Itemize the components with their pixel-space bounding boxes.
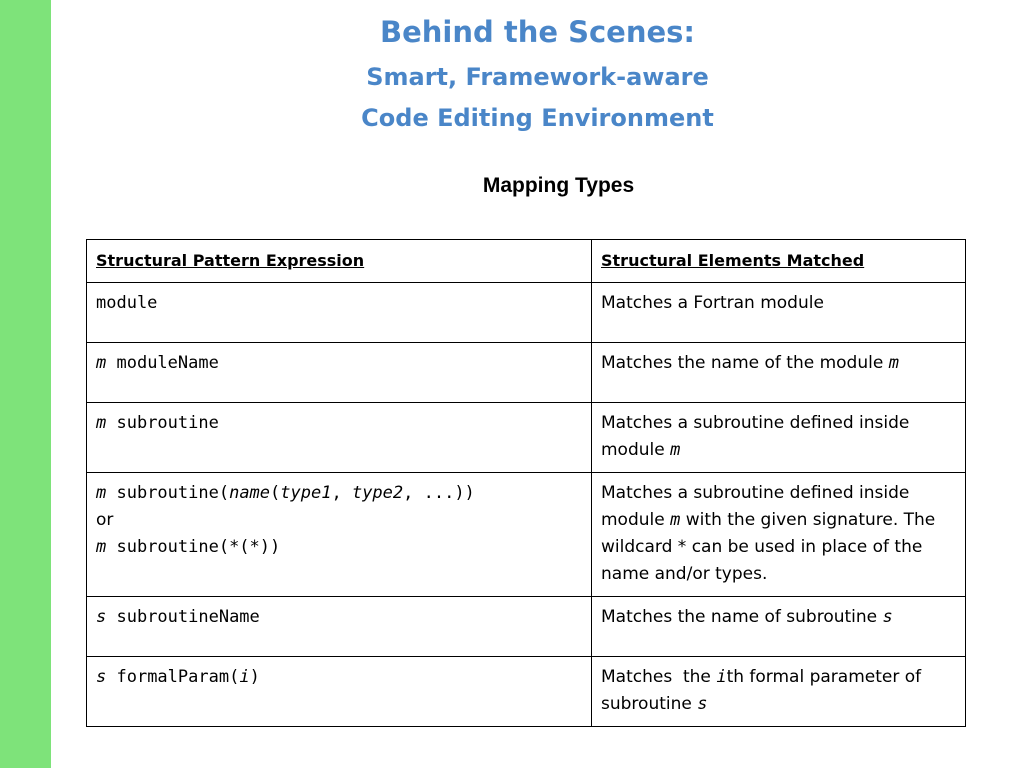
description-cell: Matches a Fortran module — [591, 282, 966, 343]
expression-line-signature: m subroutine(name(type1, type2, ...)) — [96, 480, 582, 507]
expression-or-label: or — [96, 510, 114, 530]
expression-variable: s — [96, 667, 107, 687]
expression-cell: m subroutine(name(type1, type2, ...)) or… — [86, 472, 592, 597]
slide-subtitle-line-2: Code Editing Environment — [361, 104, 714, 132]
expression-tail: , ...)) — [403, 483, 475, 503]
table-row: m moduleName Matches the name of the mod… — [86, 342, 966, 403]
slide-subtitle-line-1: Smart, Framework-aware — [366, 63, 709, 91]
expression-variable: m — [96, 537, 107, 557]
description-cell: Matches a subroutine defined inside modu… — [591, 472, 966, 597]
description-cell: Matches the ith formal parameter of subr… — [591, 656, 966, 727]
description-variable-s: s — [697, 694, 708, 714]
description-text: Matches the name of the module — [601, 353, 889, 373]
expression-param: i — [239, 667, 250, 687]
description-variable: m — [888, 353, 899, 373]
expression-text: module — [96, 293, 158, 313]
expression-text: subroutine( — [106, 483, 230, 503]
column-header-expression-label: Structural Pattern Expression — [96, 251, 365, 270]
expression-cell: module — [86, 282, 592, 343]
description-text-continued: with the given signature. The wildcard *… — [601, 510, 941, 584]
column-header-matched: Structural Elements Matched — [591, 239, 966, 283]
table-row: s subroutineName Matches the name of sub… — [86, 596, 966, 657]
expression-text: formalParam( — [106, 667, 240, 687]
description-text-continued: th formal parameter of subroutine — [601, 667, 927, 714]
description-text: Matches a Fortran module — [601, 293, 824, 313]
section-heading: Mapping Types — [482, 174, 635, 197]
expression-paren: ( — [270, 483, 281, 503]
description-text: Matches a subroutine defined inside modu… — [601, 483, 915, 530]
slide-title: Behind the Scenes: — [379, 15, 696, 49]
expression-variable: m — [96, 413, 107, 433]
mapping-types-table: Structural Pattern Expression Structural… — [86, 239, 966, 727]
table-row: m subroutine Matches a subroutine define… — [86, 402, 966, 473]
expression-variable: m — [96, 353, 107, 373]
expression-text: moduleName — [106, 353, 219, 373]
description-text: Matches the name of subroutine — [601, 607, 883, 627]
expression-cell: m subroutine — [86, 402, 592, 473]
expression-close-paren: ) — [249, 667, 260, 687]
expression-text: subroutine — [106, 413, 219, 433]
description-variable: s — [882, 607, 893, 627]
column-header-matched-label: Structural Elements Matched — [601, 251, 865, 270]
description-variable: m — [670, 440, 681, 460]
description-text: Matches a subroutine defined inside modu… — [601, 413, 915, 460]
expression-type1: type1 — [280, 483, 332, 503]
expression-cell: s subroutineName — [86, 596, 592, 657]
table-row: m subroutine(name(type1, type2, ...)) or… — [86, 472, 966, 597]
description-cell: Matches the name of the module m — [591, 342, 966, 403]
expression-text: subroutine(*(*)) — [106, 537, 281, 557]
expression-variable: s — [96, 607, 107, 627]
description-variable-i: i — [716, 667, 727, 687]
expression-param-name: name — [229, 483, 271, 503]
description-cell: Matches a subroutine defined inside modu… — [591, 402, 966, 473]
side-accent-bar — [0, 0, 51, 768]
table-row: s formalParam(i) Matches the ith formal … — [86, 656, 966, 727]
expression-variable: m — [96, 483, 107, 503]
description-text: Matches the — [601, 667, 717, 687]
description-variable: m — [670, 510, 681, 530]
description-cell: Matches the name of subroutine s — [591, 596, 966, 657]
table-header-row: Structural Pattern Expression Structural… — [86, 239, 966, 283]
expression-text: subroutineName — [106, 607, 260, 627]
table-row: module Matches a Fortran module — [86, 282, 966, 343]
expression-cell: s formalParam(i) — [86, 656, 592, 727]
expression-comma: , — [331, 483, 352, 503]
expression-line-wildcard: m subroutine(*(*)) — [96, 534, 582, 561]
expression-type2: type2 — [351, 483, 404, 503]
column-header-expression: Structural Pattern Expression — [86, 239, 592, 283]
expression-cell: m moduleName — [86, 342, 592, 403]
